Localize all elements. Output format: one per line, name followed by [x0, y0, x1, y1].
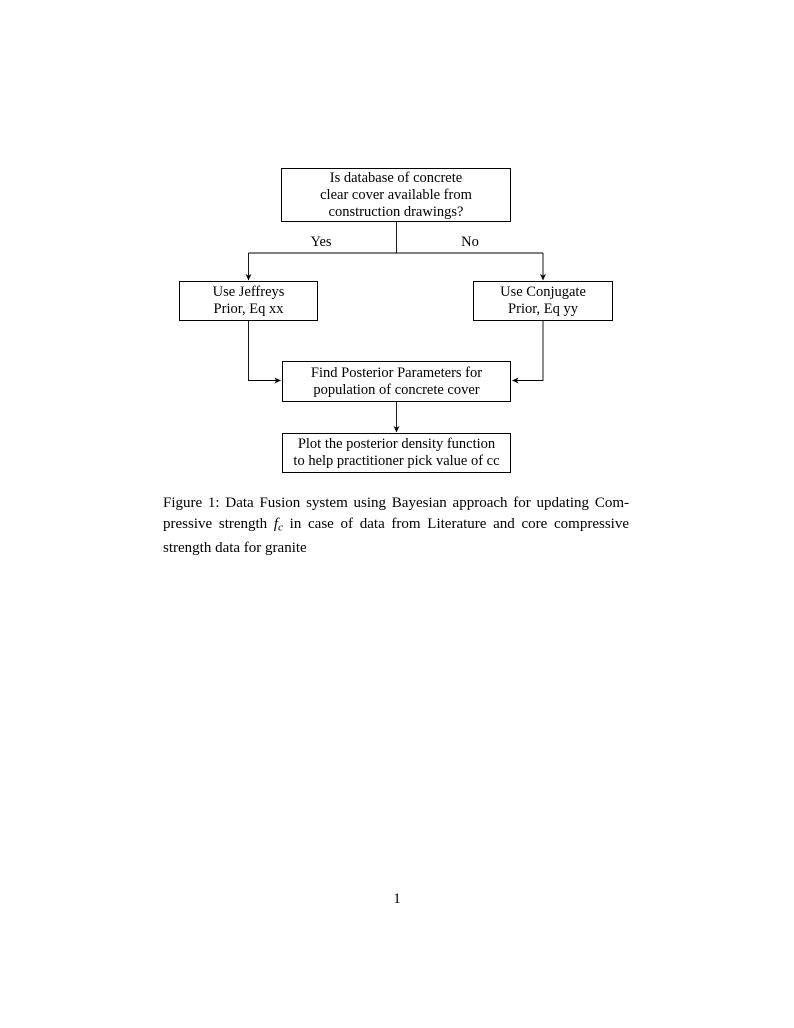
node-text-line: to help practitioner pick value of cc: [293, 453, 500, 469]
node-text-line: Is database of concrete: [329, 169, 463, 186]
node-text-line: construction drawings?: [328, 203, 464, 220]
node-text-line: Find Posterior Parameters for: [310, 364, 483, 381]
edge-label-no: No: [461, 234, 479, 250]
caption-text: Figure 1: Data Fusion system using Bayes…: [163, 495, 629, 511]
math-variable-fc: f: [273, 515, 279, 532]
caption-line: pressive strength fc in case of data fro…: [163, 514, 629, 538]
flowchart-node-conjugate-prior: Use Conjugate Prior, Eq yy: [473, 281, 613, 321]
node-text-line: Plot the posterior density function: [297, 436, 496, 452]
flowchart-node-posterior-parameters: Find Posterior Parameters for population…: [282, 361, 511, 402]
flowchart-node-decision: Is database of concrete clear cover avai…: [281, 168, 511, 222]
caption-text: pressive strength: [163, 515, 274, 532]
node-text-line: Prior, Eq xx: [213, 301, 284, 317]
node-text-line: Use Jeffreys: [212, 284, 285, 300]
flowchart-node-jeffreys-prior: Use Jeffreys Prior, Eq xx: [179, 281, 318, 321]
caption-line: Figure 1: Data Fusion system using Bayes…: [163, 493, 629, 514]
caption-text: strength data for granite: [163, 539, 307, 556]
edge-label-yes: Yes: [310, 234, 332, 250]
node-text-line: Use Conjugate: [500, 284, 586, 300]
node-text-line: Prior, Eq yy: [508, 301, 578, 317]
edge-jeffreys-to-posterior: [248, 321, 281, 384]
page-number: 1: [393, 891, 401, 907]
caption-text: in case of data from Literature and core…: [282, 515, 629, 532]
figure-caption: Figure 1: Data Fusion system using Bayes…: [163, 493, 629, 559]
math-subscript-c: c: [278, 521, 283, 534]
caption-line: strength data for granite: [163, 538, 629, 559]
node-text-line: clear cover available from: [320, 186, 472, 203]
edge-conjugate-to-posterior: [512, 321, 544, 384]
flowchart-node-plot-density: Plot the posterior density function to h…: [282, 433, 511, 473]
node-text-line: population of concrete cover: [313, 381, 480, 398]
